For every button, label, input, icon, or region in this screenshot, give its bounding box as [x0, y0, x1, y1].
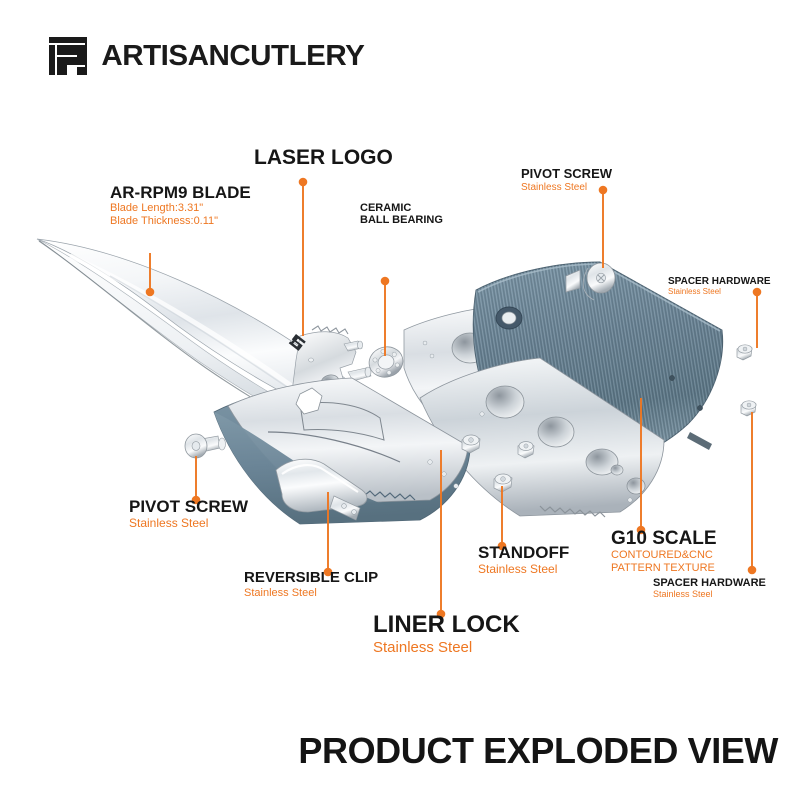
callout-blade-title: AR-RPM9 BLADE — [110, 183, 251, 202]
callout-g10-title: G10 SCALE — [611, 528, 717, 549]
callout-pivot-top-title: PIVOT SCREW — [521, 166, 613, 181]
reversible-clip-part — [275, 458, 368, 521]
liner-rear-part — [419, 357, 665, 518]
callout-g10-scale: G10 SCALE CONTOURED&CNC PATTERN TEXTURE — [611, 528, 717, 576]
leader-dots — [145, 177, 762, 619]
callout-pivot-screw-top: PIVOT SCREW Stainless Steel — [521, 166, 613, 194]
callout-pivot-top-sub: Stainless Steel — [521, 181, 588, 193]
pivot-barrel — [347, 366, 372, 382]
ceramic-ball-bearing-part — [368, 346, 404, 378]
callout-laser-logo-title: LASER LOGO — [254, 146, 393, 169]
callout-spacer-hardware-top: SPACER HARDWARE Stainless Steel — [668, 276, 771, 297]
callout-blade: AR-RPM9 BLADE Blade Length:3.31" Blade T… — [110, 183, 251, 228]
callout-standoff-title: STANDOFF — [478, 543, 570, 562]
laser-logo-etch — [288, 334, 306, 351]
callout-standoff-sub: Stainless Steel — [478, 562, 558, 577]
callout-clip-sub: Stainless Steel — [244, 586, 317, 599]
leader-lines — [149, 182, 758, 614]
pivot-screw-bottom-part — [184, 433, 226, 459]
callout-spacer1-sub: Stainless Steel — [668, 287, 721, 297]
callout-g10-sub2: PATTERN TEXTURE — [611, 562, 715, 575]
callout-liner-sub: Stainless Steel — [373, 638, 473, 656]
callout-liner-title: LINER LOCK — [373, 611, 520, 638]
callout-clip-title: REVERSIBLE CLIP — [244, 569, 379, 586]
callout-ceramic-line2: BALL BEARING — [360, 214, 443, 227]
callout-blade-length: Blade Length:3.31" — [110, 202, 204, 215]
callout-pivot-bottom-title: PIVOT SCREW — [129, 497, 249, 516]
callout-spacer-hardware-bottom: SPACER HARDWARE Stainless Steel — [653, 577, 766, 600]
callout-pivot-screw-bottom: PIVOT SCREW Stainless Steel — [129, 497, 248, 530]
standoff-parts — [461, 434, 535, 493]
spacer-hardware-parts — [736, 344, 757, 417]
callout-blade-thickness: Blade Thickness:0.11" — [110, 215, 219, 228]
page-title: PRODUCT EXPLODED VIEW — [298, 730, 778, 771]
callout-ceramic-line1: CERAMIC — [360, 202, 412, 214]
callout-standoff: STANDOFF Stainless Steel — [478, 543, 569, 576]
callout-reversible-clip: REVERSIBLE CLIP Stainless Steel — [244, 569, 379, 600]
callout-laser-logo: LASER LOGO — [254, 146, 393, 170]
artisan-cutlery-logo-icon — [49, 37, 87, 75]
brand-header: ARTISANCUTLERY — [46, 34, 365, 78]
blade-part — [36, 238, 372, 448]
callout-spacer1-title: SPACER HARDWARE — [668, 276, 771, 287]
callout-liner-lock: LINER LOCK Stainless Steel — [373, 611, 520, 657]
stop-pin — [343, 340, 363, 352]
pivot-screw-top-part — [565, 262, 616, 301]
callout-ceramic-ball-bearing: CERAMIC BALL BEARING — [360, 202, 443, 227]
callout-spacer2-sub: Stainless Steel — [653, 589, 713, 600]
callout-pivot-bottom-sub: Stainless Steel — [129, 516, 209, 531]
callout-spacer2-title: SPACER HARDWARE — [653, 577, 766, 589]
callout-g10-sub1: CONTOURED&CNC — [611, 549, 713, 562]
brand-wordmark: ARTISANCUTLERY — [101, 39, 365, 72]
